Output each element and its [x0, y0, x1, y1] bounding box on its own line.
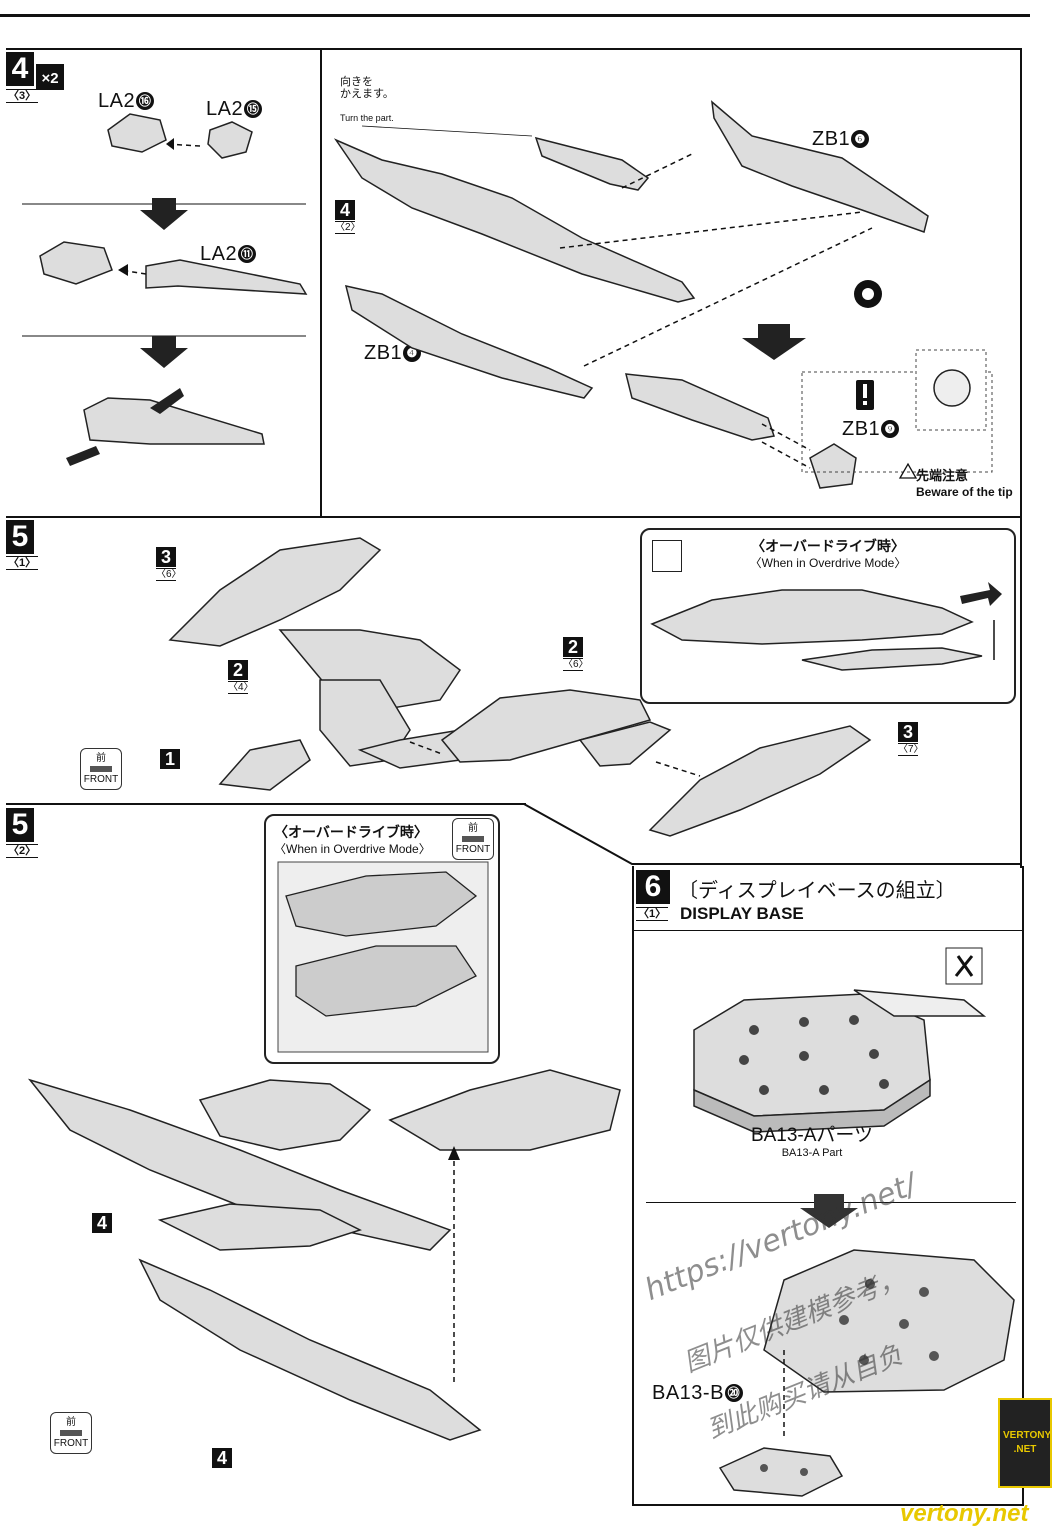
step5b-substep: 〈2〉	[6, 844, 39, 858]
step6-header-rule	[634, 930, 1022, 931]
display-base-a-illustration	[693, 947, 987, 1133]
step6-number: 6	[636, 870, 670, 904]
step5a-ref-3b: 3	[898, 722, 918, 742]
step6-title-jp: 〔ディスプレイベースの組立〕	[678, 880, 956, 902]
step5a-ref-3b-sub: 〈7〉	[898, 743, 924, 756]
display-base-b-illustration	[718, 1194, 1015, 1497]
step6-title-en: DISPLAY BASE	[680, 904, 804, 923]
vertony-logo: VERTONY .NET	[998, 1398, 1052, 1488]
step6-left-rule	[632, 866, 634, 1506]
step4-left-illustrations	[22, 113, 308, 466]
step5a-ref-2b: 2	[563, 637, 583, 657]
front-arrow-icon	[90, 766, 112, 772]
turn-note: 向きを かえます。 Turn the part.	[340, 76, 394, 123]
step5a-ref-2b-sub: 〈6〉	[563, 658, 589, 671]
step4-number: 4	[6, 52, 34, 86]
step4-substep: 〈3〉	[6, 89, 39, 103]
step5b-ref-4a: 4	[92, 1213, 112, 1233]
front-badge-5b-top: 前 FRONT	[452, 818, 494, 860]
step5b-top-rule	[6, 803, 526, 805]
overdrive-icon	[652, 540, 682, 572]
front-arrow-icon	[60, 1430, 82, 1436]
step5b-illustration	[27, 1069, 621, 1441]
step5a-ref-3a: 3	[156, 547, 176, 567]
part-a-label: BA13-Aパーツ BA13-A Part	[750, 1125, 874, 1159]
step5b-frame-diagonal	[523, 803, 1020, 865]
caution-note: 先端注意 Beware of the tip	[916, 468, 1013, 499]
step5a-top-rule	[6, 516, 1022, 518]
footer-watermark: vertony.net	[900, 1500, 1029, 1527]
step6-bottom-rule	[632, 1504, 1024, 1506]
arrow-head	[166, 138, 174, 150]
step5a-substep: 〈1〉	[6, 556, 39, 570]
overdrive-callout-5a: 〈オーバードライブ時〉 〈When in Overdrive Mode〉	[640, 528, 1016, 704]
step4-right-edge	[1020, 48, 1022, 868]
step4-ref-number: 4	[335, 200, 355, 220]
front-badge-5b-bottom: 前 FRONT	[50, 1412, 92, 1454]
step5b-ref-4b: 4	[212, 1448, 232, 1468]
step5a-ref-1: 1	[160, 749, 180, 769]
step5a-illustration	[168, 537, 872, 837]
overdrive-5a-illustration	[650, 582, 1002, 671]
step5a-ref-2a: 2	[228, 660, 248, 680]
multiplier-badge: ×2	[36, 64, 64, 90]
step5a-ref-2a-sub: 〈4〉	[228, 681, 254, 694]
front-arrow-icon	[462, 836, 484, 842]
step6-substep: 〈1〉	[636, 907, 669, 921]
step4-right-illustrations	[333, 100, 993, 489]
overdrive-5b-illustration	[277, 861, 489, 1053]
step5a-ref-3a-sub: 〈6〉	[156, 568, 182, 581]
step4-frame-line	[322, 48, 1022, 50]
step4-left-panel	[6, 48, 322, 516]
top-rule	[0, 14, 1030, 17]
step4-ref-sub: 〈2〉	[335, 221, 361, 234]
step6-right-rule	[1022, 866, 1024, 1506]
step5a-number: 5	[6, 520, 34, 554]
front-badge-5a: 前 FRONT	[80, 748, 122, 790]
step5b-number: 5	[6, 808, 34, 842]
